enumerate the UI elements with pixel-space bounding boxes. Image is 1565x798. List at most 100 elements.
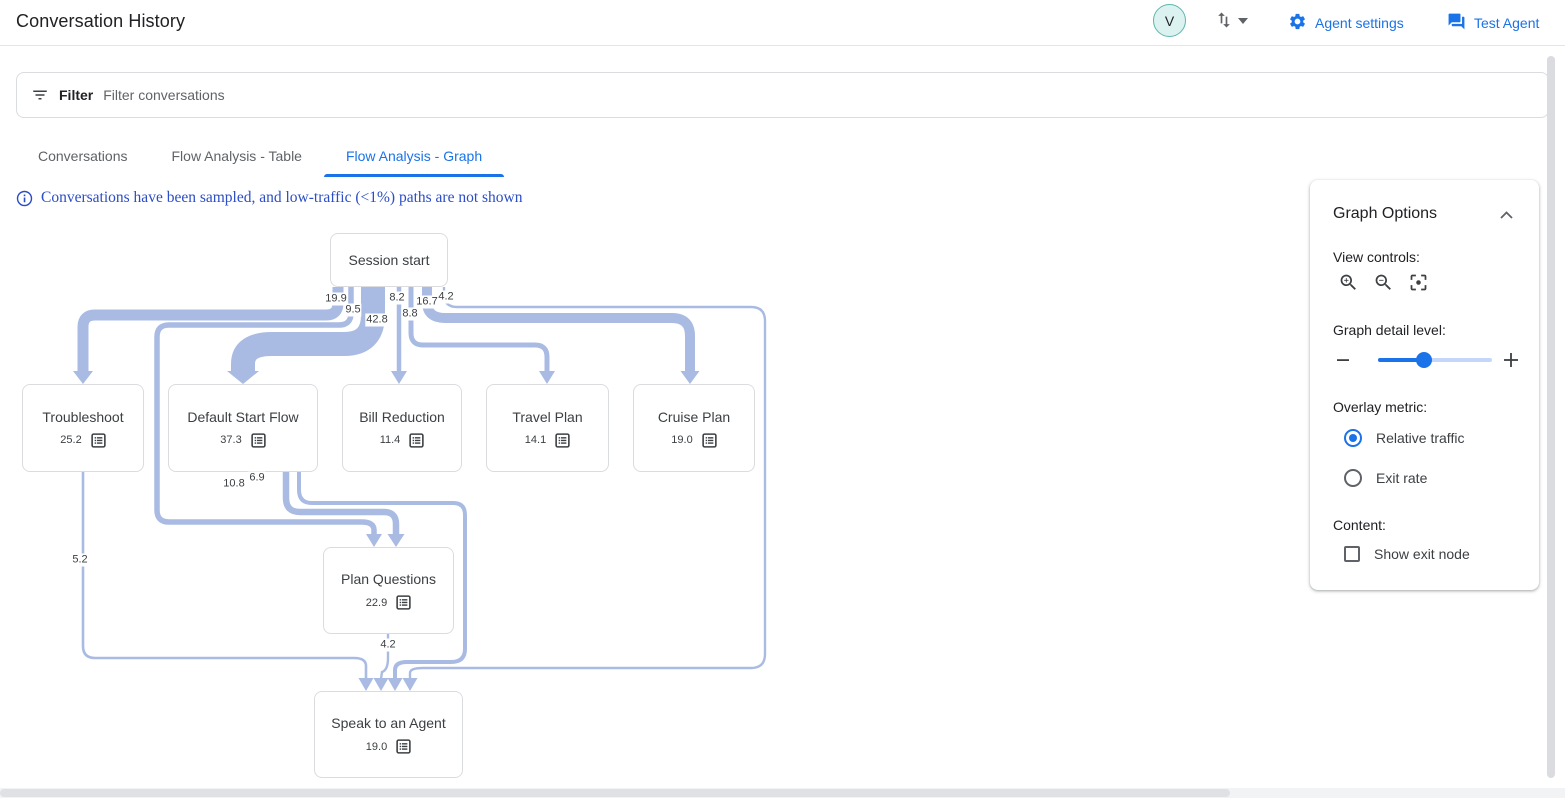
flow-edge-arrowhead — [391, 371, 407, 384]
edge-value-label: 4.2 — [437, 290, 455, 304]
node-value: 37.3 — [220, 434, 242, 446]
tab-label: Flow Analysis - Table — [171, 147, 302, 164]
flow-edge-arrowhead — [73, 371, 93, 384]
flow-node-troubleshoot[interactable]: Troubleshoot 25.2 — [22, 384, 144, 472]
flow-edge-session_start-to-cruise_plan[interactable] — [422, 287, 695, 371]
node-value: 19.0 — [365, 740, 388, 753]
slider-minus-button[interactable] — [1332, 348, 1354, 372]
flow-edge-arrowhead — [387, 534, 405, 547]
node-details-list-icon[interactable] — [409, 432, 424, 448]
flow-edge-default_start_flow-to-speak_to_agent[interactable] — [297, 472, 467, 679]
flow-edge-arrowhead — [227, 371, 259, 384]
node-details-list-icon[interactable] — [396, 739, 411, 754]
flow-edge-session_start-to-troubleshoot[interactable] — [77, 287, 344, 371]
node-meta: 37.3 — [220, 432, 266, 448]
content-label: Content: — [1333, 517, 1386, 533]
test-agent-button[interactable]: Test Agent — [1447, 12, 1539, 34]
node-title: Session start — [348, 252, 430, 268]
center-focus-icon[interactable] — [1408, 272, 1429, 293]
edge-value-label: 16.7 — [415, 295, 439, 309]
edge-value-label: 6.9 — [248, 471, 266, 485]
node-title: Troubleshoot — [42, 408, 124, 425]
zoom-in-icon[interactable] — [1338, 272, 1359, 293]
active-tab-underline — [323, 174, 505, 177]
flow-edge-arrowhead — [680, 371, 700, 384]
node-value: 11.4 — [379, 434, 401, 446]
flow-node-cruise-plan[interactable]: Cruise Plan 19.0 — [633, 384, 755, 472]
collapse-panel-chevron-up-icon[interactable] — [1500, 206, 1513, 224]
chevron-down-icon[interactable] — [1238, 11, 1248, 29]
flow-node-bill-reduction[interactable]: Bill Reduction 11.4 — [342, 384, 462, 472]
tab-flow-analysis-table[interactable]: Flow Analysis - Table — [150, 134, 324, 177]
radio-button-selected[interactable] — [1344, 429, 1362, 447]
filter-bar[interactable]: Filter — [16, 72, 1549, 118]
user-avatar[interactable]: V — [1153, 4, 1186, 37]
node-details-list-icon[interactable] — [91, 432, 106, 448]
node-meta: 22.9 — [366, 595, 411, 610]
flow-edge-session_start-to-travel_plan[interactable] — [408, 287, 550, 371]
node-details-list-icon[interactable] — [396, 595, 411, 610]
node-value: 19.0 — [671, 434, 693, 446]
swap-vertical-icon[interactable] — [1214, 10, 1234, 30]
show-exit-node-label: Show exit node — [1374, 546, 1470, 562]
filter-input[interactable] — [103, 87, 1534, 103]
edge-value-label: 4.2 — [379, 638, 397, 652]
flow-node-session-start[interactable]: Session start — [330, 233, 448, 287]
horizontal-scrollbar-track[interactable] — [0, 788, 1565, 798]
node-value: 25.2 — [60, 434, 82, 446]
tab-conversations[interactable]: Conversations — [16, 134, 150, 177]
flow-edge-arrowhead — [366, 534, 382, 547]
flow-edge-session_start-to-speak_to_agent[interactable] — [408, 287, 767, 679]
node-title: Plan Questions — [341, 571, 436, 587]
node-details-list-icon[interactable] — [555, 432, 570, 448]
chat-icon — [1447, 12, 1466, 34]
slider-plus-button[interactable] — [1500, 348, 1522, 372]
node-title: Speak to an Agent — [331, 715, 446, 731]
node-value: 14.1 — [524, 434, 547, 446]
flow-edge-session_start-to-plan_questions[interactable] — [154, 287, 377, 534]
tab-flow-analysis-graph[interactable]: Flow Analysis - Graph — [323, 134, 505, 177]
detail-level-label: Graph detail level: — [1333, 322, 1446, 338]
sort-control[interactable] — [1214, 10, 1248, 30]
node-meta: 25.2 — [60, 432, 106, 448]
node-details-list-icon[interactable] — [251, 432, 266, 448]
agent-settings-button[interactable]: Agent settings — [1288, 12, 1404, 34]
flow-edge-troubleshoot-to-speak_to_agent[interactable] — [81, 472, 368, 679]
filter-label: Filter — [59, 87, 94, 103]
overlay-option-relative-traffic[interactable]: Relative traffic — [1344, 429, 1464, 447]
vertical-scrollbar-thumb[interactable] — [1547, 56, 1555, 778]
show-exit-node-option[interactable]: Show exit node — [1344, 546, 1470, 562]
node-title: Default Start Flow — [187, 408, 299, 425]
radio-button[interactable] — [1344, 469, 1362, 487]
overlay-option-exit-rate[interactable]: Exit rate — [1344, 469, 1427, 487]
tabs-bar: Conversations Flow Analysis - Table Flow A… — [16, 134, 505, 177]
zoom-out-icon[interactable] — [1373, 272, 1394, 293]
app-header: Conversation History V Agent settings Te… — [0, 0, 1565, 46]
flow-edge-arrowhead — [402, 678, 418, 691]
flow-edge-default_start_flow-to-plan_questions[interactable] — [282, 472, 400, 534]
view-controls — [1338, 272, 1429, 293]
flow-node-plan-questions[interactable]: Plan Questions 22.9 — [323, 547, 454, 634]
tab-label: Flow Analysis - Graph — [345, 147, 483, 164]
horizontal-scrollbar-thumb[interactable] — [0, 789, 1230, 797]
graph-options-title: Graph Options — [1333, 205, 1438, 222]
slider-thumb[interactable] — [1415, 352, 1432, 368]
edge-value-label: 42.8 — [365, 313, 389, 327]
page-title: Conversation History — [16, 11, 186, 31]
node-details-list-icon[interactable] — [702, 432, 717, 448]
node-meta: 14.1 — [524, 432, 570, 448]
flow-node-default-start-flow[interactable]: Default Start Flow 37.3 — [168, 384, 318, 472]
flow-edge-plan_questions-to-speak_to_agent[interactable] — [379, 634, 390, 680]
flow-edge-session_start-to-default_start_flow[interactable] — [231, 287, 385, 371]
overlay-option-label: Exit rate — [1376, 470, 1428, 486]
graph-options-panel: Graph Options View controls: Graph detai… — [1310, 180, 1539, 590]
edge-value-label: 5.2 — [71, 553, 89, 567]
flow-node-speak-to-agent[interactable]: Speak to an Agent 19.0 — [314, 691, 463, 778]
node-title: Cruise Plan — [657, 408, 731, 425]
node-title: Bill Reduction — [359, 408, 445, 425]
slider-fill — [1378, 358, 1424, 362]
show-exit-node-checkbox[interactable] — [1344, 546, 1360, 562]
slider-track[interactable] — [1378, 352, 1492, 368]
